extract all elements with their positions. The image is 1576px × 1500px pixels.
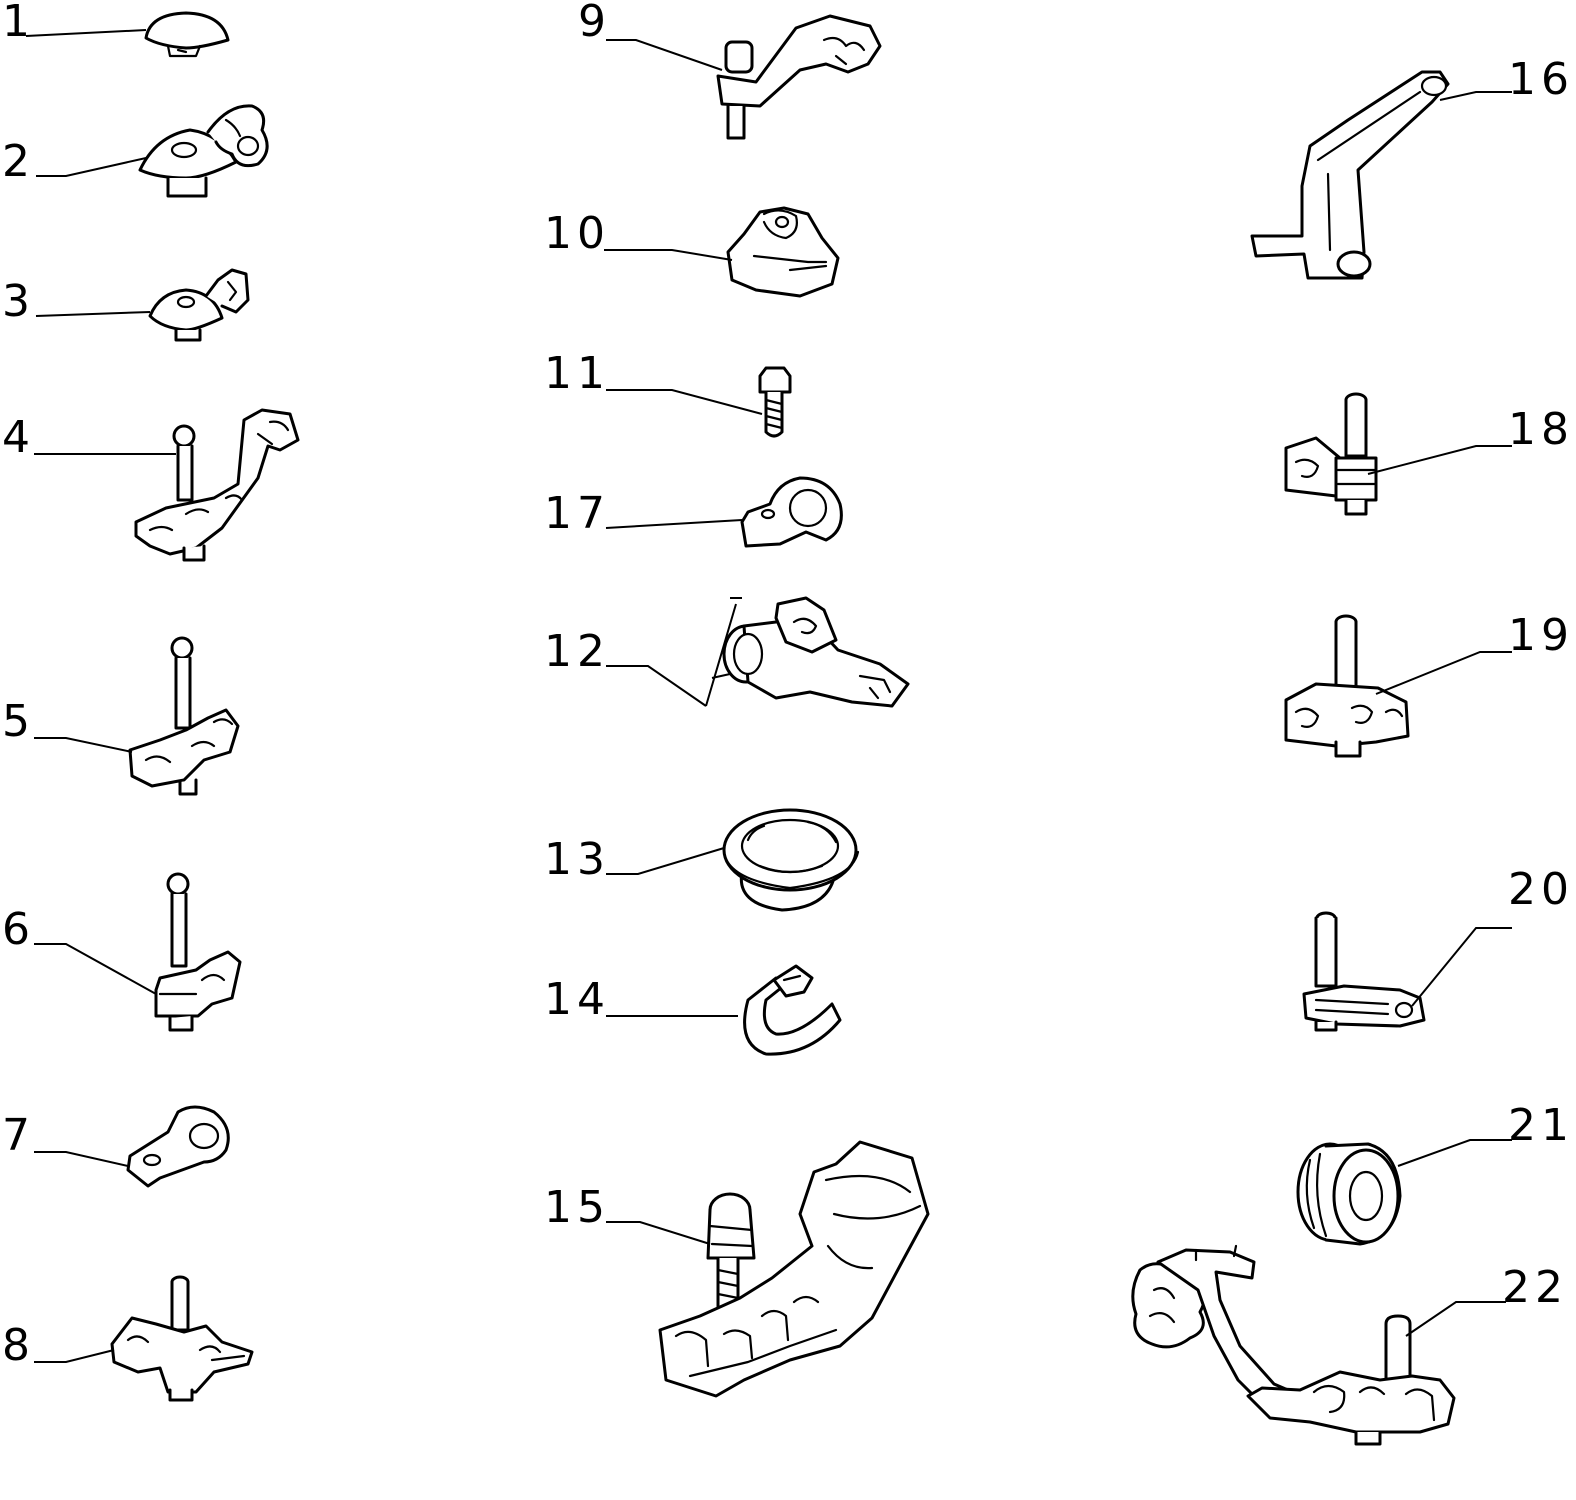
leader-line-1	[25, 29, 147, 37]
leader-line-20	[1411, 927, 1512, 1007]
part-5-stud-double-clip	[128, 636, 240, 796]
callout-number-5: 5	[2, 696, 35, 747]
dimension-line-12	[705, 597, 742, 707]
leader-line-9	[606, 39, 723, 71]
leader-line-3	[35, 311, 151, 317]
part-12-connector	[722, 596, 910, 708]
part-9-stud-long-arm	[716, 14, 882, 140]
callout-number-21: 21	[1508, 1100, 1574, 1151]
callout-number-2: 2	[2, 136, 35, 187]
part-1-cap	[144, 11, 230, 58]
part-6-stud-single-clip	[154, 872, 242, 1032]
callout-number-3: 3	[2, 276, 35, 327]
part-20-stud-arm-clip	[1302, 911, 1426, 1032]
callout-number-4: 4	[2, 412, 35, 463]
callout-number-22: 22	[1502, 1262, 1568, 1313]
leader-line-16	[1439, 91, 1512, 101]
part-19-stud-double-clip	[1284, 614, 1410, 758]
callout-number-7: 7	[2, 1110, 35, 1161]
part-2-dome-clip	[138, 104, 269, 198]
callout-number-9: 9	[578, 0, 611, 47]
leader-line-21	[1397, 1139, 1512, 1167]
callout-number-1: 1	[2, 0, 35, 47]
callout-number-19: 19	[1508, 610, 1574, 661]
callout-number-15: 15	[544, 1182, 610, 1233]
leader-line-15	[606, 1221, 711, 1245]
callout-number-18: 18	[1508, 404, 1574, 455]
part-4-stud-arm-clip	[134, 408, 300, 562]
leader-line-19	[1375, 651, 1512, 695]
part-7-p-clip	[126, 1105, 230, 1188]
callout-number-11: 11	[544, 348, 610, 399]
part-13-grommet	[722, 808, 860, 912]
part-10-block-clip	[726, 206, 840, 298]
part-18-stud-block-clip	[1284, 392, 1378, 516]
leader-line-22	[1405, 1301, 1506, 1337]
leader-line-6	[34, 943, 157, 995]
callout-number-6: 6	[2, 904, 35, 955]
part-21-ring-grommet	[1296, 1142, 1402, 1246]
leader-line-7	[34, 1151, 129, 1167]
part-16-cranked-arm	[1250, 70, 1450, 280]
leader-line-18	[1367, 445, 1512, 475]
leader-line-8	[34, 1349, 115, 1363]
part-8-stud-hook-clip	[110, 1275, 254, 1402]
leader-line-12	[606, 665, 707, 707]
part-14-strap-clip	[743, 964, 842, 1056]
callout-number-14: 14	[544, 974, 610, 1025]
callout-number-13: 13	[544, 834, 610, 885]
part-11-screw	[758, 366, 792, 438]
part-3-small-dome-clip	[148, 268, 250, 342]
callout-number-12: 12	[544, 626, 610, 677]
part-15-large-bracket	[658, 1140, 930, 1398]
callout-number-20: 20	[1508, 864, 1574, 915]
leader-line-5	[34, 737, 133, 753]
part-22-curved-bracket	[1131, 1244, 1456, 1446]
callout-number-10: 10	[544, 208, 610, 259]
leader-line-13	[606, 847, 725, 875]
part-17-p-clip	[740, 476, 843, 548]
leader-line-2	[36, 157, 147, 177]
callout-number-17: 17	[544, 488, 610, 539]
callout-number-8: 8	[2, 1320, 35, 1371]
leader-line-10	[604, 249, 733, 261]
leader-line-17	[605, 519, 743, 529]
leader-line-11	[606, 389, 763, 415]
callout-number-16: 16	[1508, 54, 1574, 105]
